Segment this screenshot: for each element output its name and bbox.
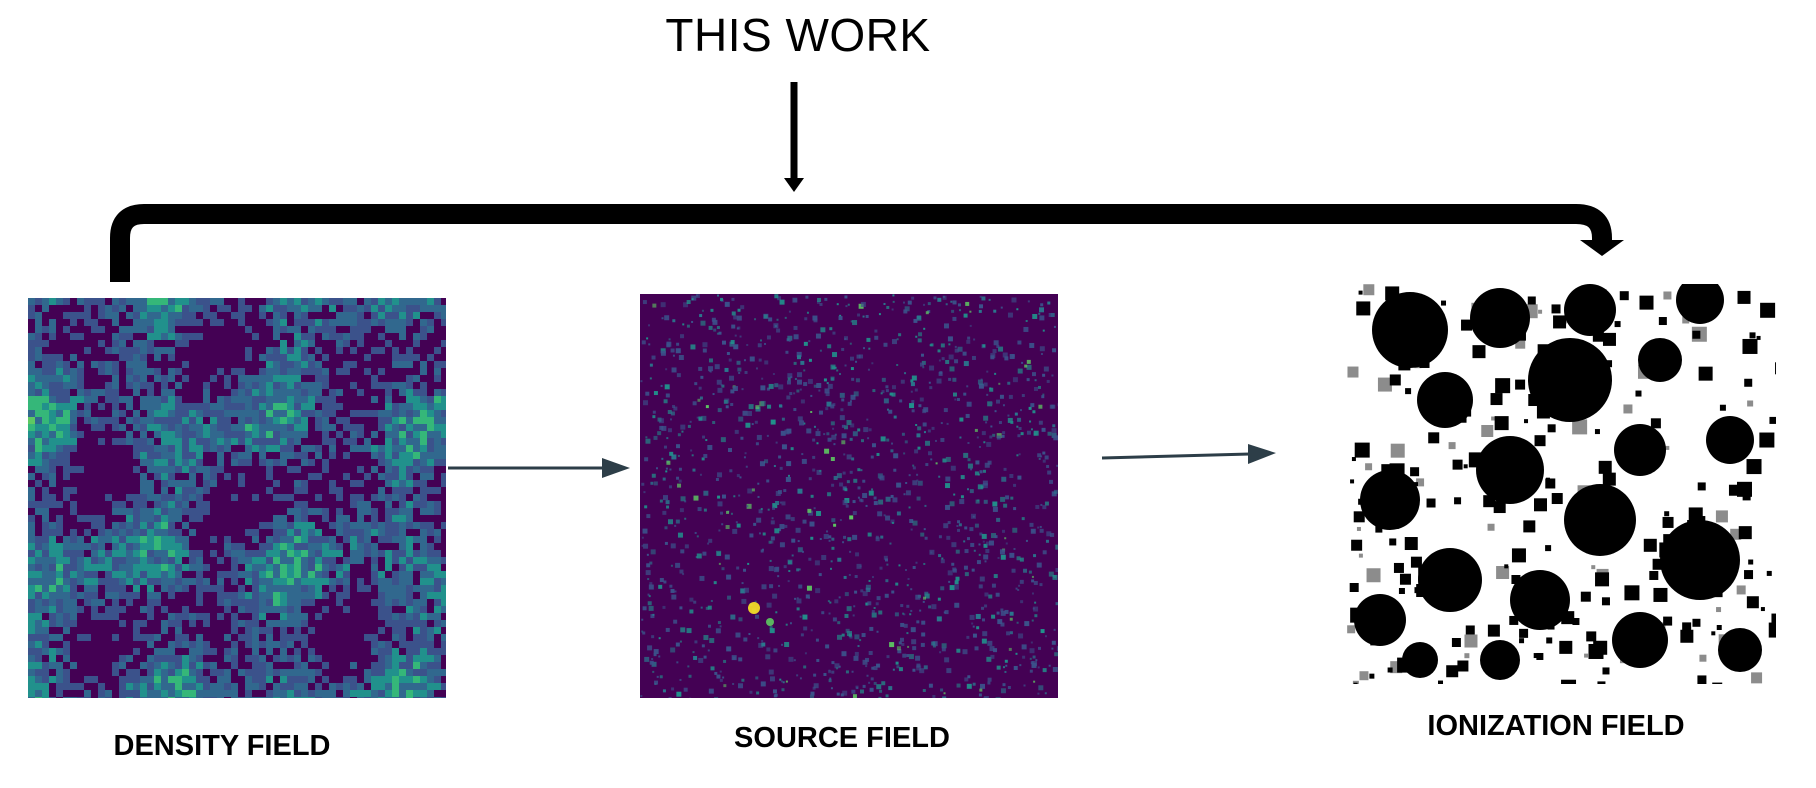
density-field-image — [28, 298, 446, 698]
source-field-label: SOURCE FIELD — [734, 722, 950, 754]
this-work-label: THIS WORK — [665, 9, 931, 61]
ionization-field-image — [1344, 284, 1776, 684]
source-to-ionization-arrow — [1101, 444, 1276, 464]
density-to-source-arrow — [448, 458, 630, 478]
bypass-arrow — [110, 204, 1624, 282]
ionization-field-label: IONIZATION FIELD — [1427, 710, 1685, 742]
this-work-down-arrow — [784, 82, 804, 192]
source-field-image — [640, 294, 1058, 698]
density-field-label: DENSITY FIELD — [113, 730, 331, 762]
